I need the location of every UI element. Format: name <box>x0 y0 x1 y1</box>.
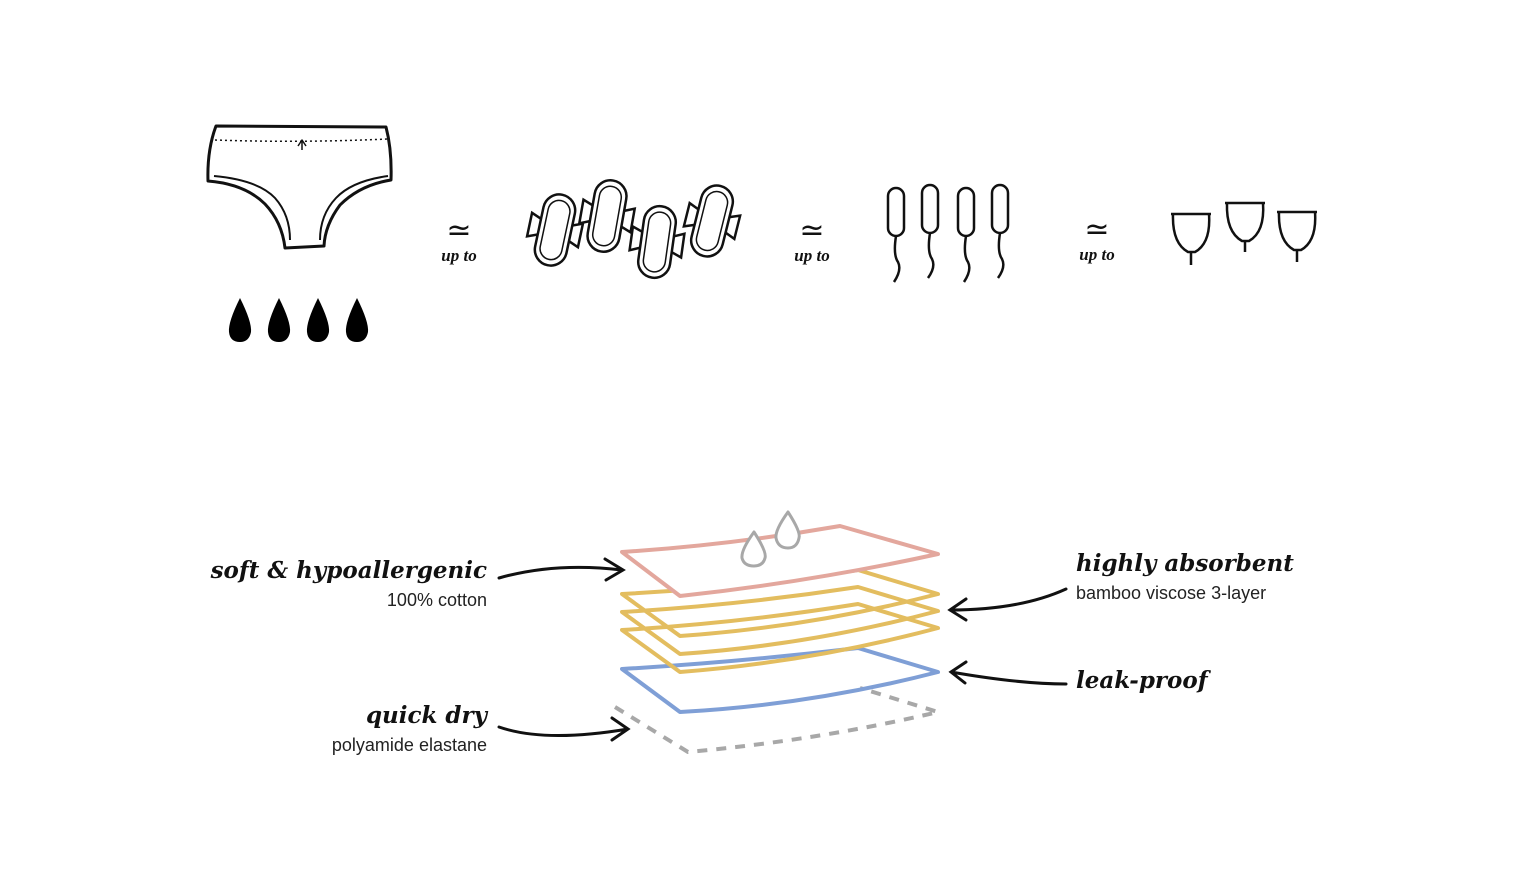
up-to-label: up to <box>794 246 830 265</box>
label-leak-title: leak-proof <box>1076 667 1208 694</box>
up-to-label: up to <box>441 246 477 265</box>
label-dry: quick dry polyamide elastane <box>332 702 487 756</box>
label-soft: soft & hypoallergenic 100% cotton <box>211 557 487 611</box>
label-soft-subtitle: 100% cotton <box>386 590 487 610</box>
approx-symbol: ≃ <box>446 213 472 248</box>
approx-separator-3: ≃ up to <box>1067 215 1127 265</box>
underwear-icon <box>206 124 393 250</box>
label-dry-subtitle: polyamide elastane <box>331 735 487 755</box>
label-absorbent: highly absorbent bamboo viscose 3-layer <box>1076 550 1294 604</box>
label-soft-title: soft & hypoallergenic <box>210 557 487 584</box>
tampon-icon <box>886 183 1010 283</box>
drops <box>228 298 369 342</box>
arrows <box>497 557 1068 742</box>
arrow-soft <box>497 557 626 582</box>
arrow-absorbent <box>947 587 1068 622</box>
drop-outline-icon <box>774 510 801 550</box>
outer-layer <box>613 686 940 754</box>
label-absorbent-subtitle: bamboo viscose 3-layer <box>1076 583 1267 603</box>
leak-proof-layer <box>620 646 940 714</box>
cotton-layer <box>620 524 940 598</box>
absorbent-layer-3 <box>620 602 940 674</box>
approx-symbol: ≃ <box>1084 212 1110 247</box>
drop-icon <box>306 298 330 342</box>
arrow-leak <box>948 660 1068 686</box>
approx-separator-1: ≃ up to <box>429 216 489 266</box>
label-leak: leak-proof <box>1076 667 1208 694</box>
up-to-label: up to <box>1079 245 1115 264</box>
label-absorbent-title: highly absorbent <box>1076 550 1294 577</box>
drop-outline-icon <box>740 530 767 568</box>
label-dry-title: quick dry <box>365 702 487 729</box>
approx-symbol: ≃ <box>799 213 825 248</box>
approx-separator-2: ≃ up to <box>782 216 842 266</box>
absorbent-layer-2 <box>620 585 940 656</box>
drop-icon <box>228 298 252 342</box>
menstrual-cup-icon <box>1171 201 1317 265</box>
layer-stack <box>613 510 940 754</box>
sanitary-pad-icon <box>525 179 742 280</box>
drop-icon <box>267 298 291 342</box>
drop-icon <box>345 298 369 342</box>
arrow-dry <box>497 716 631 742</box>
